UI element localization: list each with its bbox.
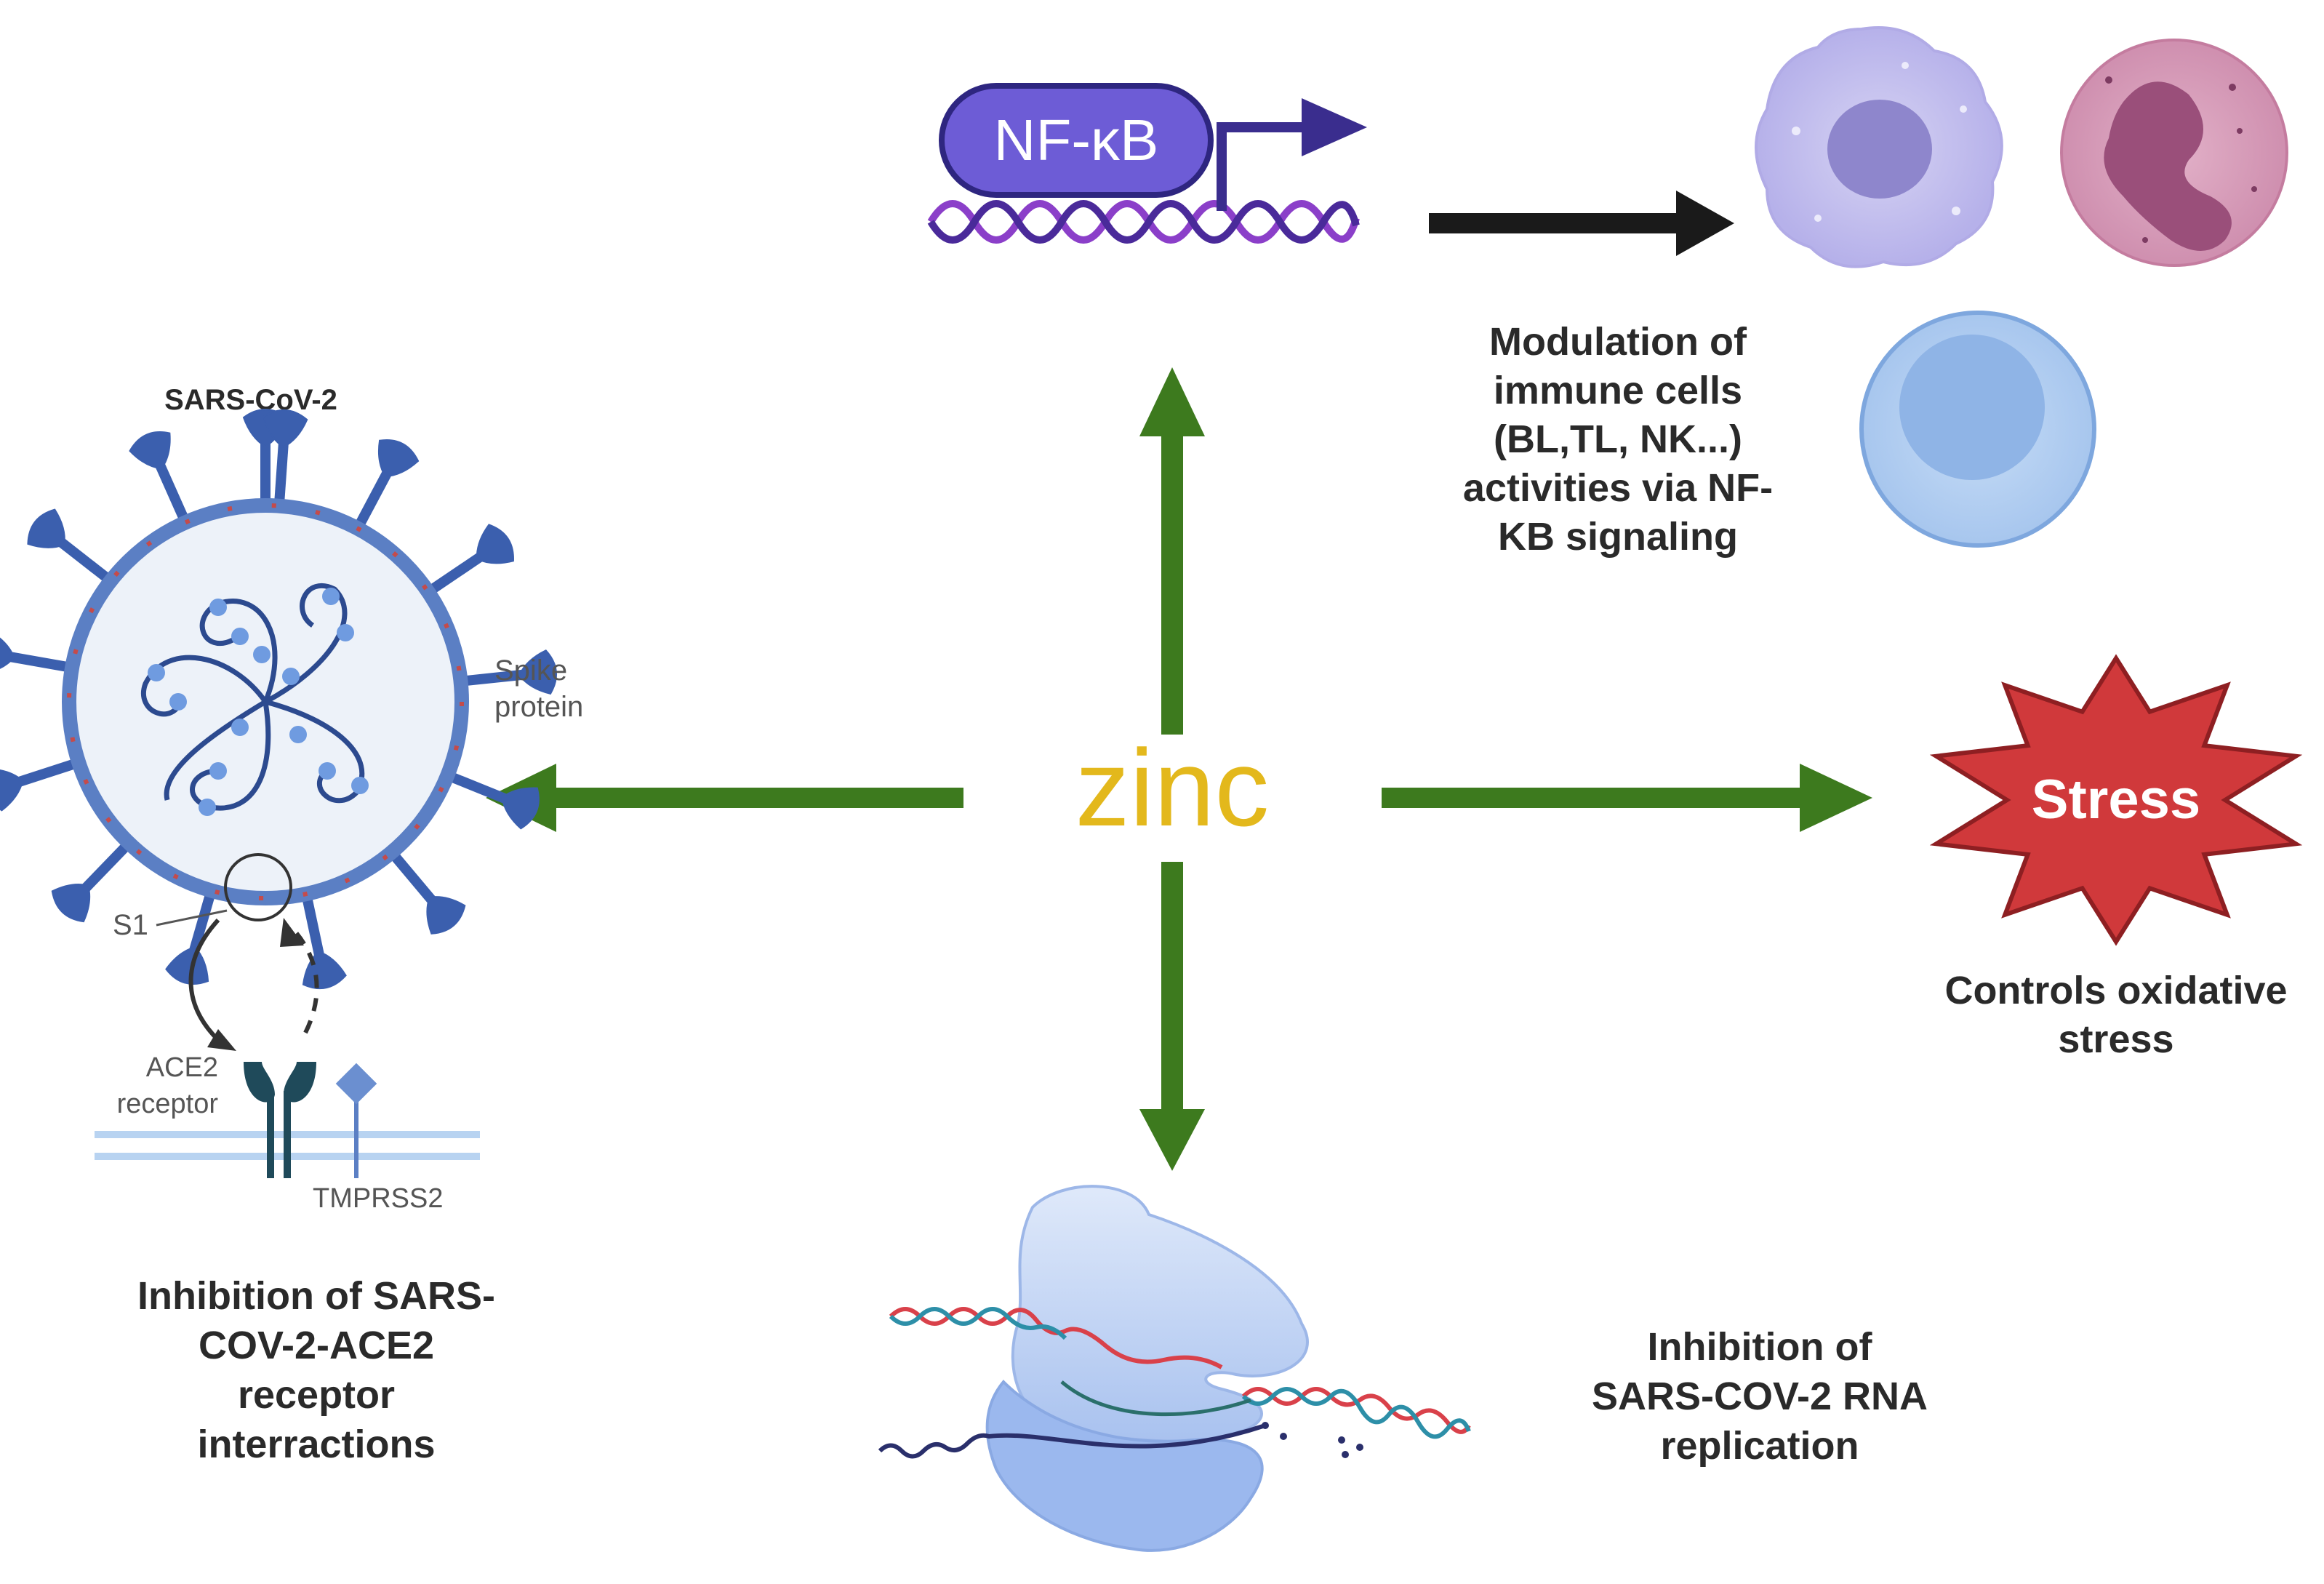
stress-caption: Controls oxidative stress	[1944, 969, 2287, 1061]
spike-stem	[273, 444, 289, 507]
spike-stem	[353, 471, 391, 531]
spike-head	[377, 439, 420, 478]
tmprss2-label: TMPRSS2	[313, 1183, 443, 1214]
spike-head	[0, 768, 24, 812]
zinc-label: zinc	[1075, 727, 1270, 849]
ribosome-illustration	[878, 1185, 1471, 1552]
spike-stem	[388, 849, 436, 903]
spike-stem	[189, 889, 217, 952]
arrow-to-immune-cells	[1429, 191, 1734, 256]
nfkb-dna-illustration	[927, 83, 1367, 244]
spike-stem	[82, 839, 133, 892]
spike-head	[476, 524, 514, 564]
spike-head	[27, 508, 65, 548]
arrow-left	[486, 764, 963, 832]
svg-text:interractions: interractions	[197, 1423, 435, 1466]
svg-text:replication: replication	[1660, 1424, 1859, 1468]
spike-head	[0, 630, 15, 675]
svg-text:protein: protein	[494, 691, 583, 723]
ace2-label: ACE2 receptor	[117, 1052, 219, 1119]
svg-text:Modulation of: Modulation of	[1489, 320, 1747, 364]
spike-head	[302, 951, 347, 990]
arrow-right	[1382, 764, 1872, 832]
ace2-receptor	[244, 1062, 316, 1178]
lymphocyte-cell	[1859, 311, 2096, 548]
macrophage-cell	[1755, 26, 2003, 268]
spike-stem	[445, 770, 507, 804]
s1-pointer	[156, 909, 228, 927]
virus-caption: Inhibition of SARS- COV-2-ACE2 receptor …	[137, 1274, 495, 1466]
svg-text:Spike: Spike	[494, 655, 567, 687]
virus-title: SARS-CoV-2	[164, 384, 337, 416]
sars-cov-2-virus	[0, 409, 558, 990]
svg-text:(BL,TL, NK...): (BL,TL, NK...)	[1494, 417, 1742, 461]
svg-text:ACE2: ACE2	[146, 1052, 218, 1083]
svg-text:Inhibition of SARS-: Inhibition of SARS-	[137, 1274, 495, 1318]
spike-stem	[425, 553, 483, 596]
spike-stem	[10, 652, 73, 673]
stress-label: Stress	[2032, 769, 2200, 831]
spike-head	[501, 787, 540, 830]
svg-text:activities via NF-: activities via NF-	[1463, 466, 1773, 510]
nfkb-label: NF-κB	[994, 108, 1159, 172]
binding-arrows	[188, 918, 319, 1051]
spike-head	[51, 884, 91, 923]
svg-text:Inhibition of: Inhibition of	[1648, 1325, 1873, 1369]
svg-text:receptor: receptor	[238, 1373, 395, 1417]
stress-star	[1929, 654, 2303, 946]
spike-stem	[460, 669, 523, 687]
arrow-down	[1139, 862, 1205, 1171]
arrow-up	[1139, 367, 1205, 735]
nfkb-caption: Modulation of immune cells (BL,TL, NK...…	[1463, 320, 1773, 559]
spike-stem	[156, 463, 191, 525]
svg-text:immune cells: immune cells	[1494, 369, 1742, 412]
spike-stem	[301, 892, 324, 956]
spike-stem	[18, 757, 81, 787]
svg-text:KB signaling: KB signaling	[1498, 515, 1738, 559]
neutrophil-cell	[2060, 39, 2288, 267]
spike-protein-label: Spike protein	[494, 655, 583, 723]
svg-text:stress: stress	[2058, 1017, 2173, 1061]
replication-caption: Inhibition of SARS-COV-2 RNA replication	[1592, 1325, 1928, 1468]
tmprss2-protein	[335, 1063, 377, 1178]
spike-stem	[58, 538, 114, 585]
spike-head	[426, 896, 466, 935]
spike-head	[518, 649, 558, 695]
svg-text:COV-2-ACE2: COV-2-ACE2	[199, 1324, 434, 1367]
svg-text:receptor: receptor	[117, 1089, 219, 1119]
s1-label: S1	[113, 909, 148, 941]
svg-text:Controls oxidative: Controls oxidative	[1944, 969, 2287, 1012]
spike-head	[129, 431, 171, 470]
svg-text:SARS-COV-2 RNA: SARS-COV-2 RNA	[1592, 1375, 1928, 1418]
spike-head	[263, 409, 308, 449]
